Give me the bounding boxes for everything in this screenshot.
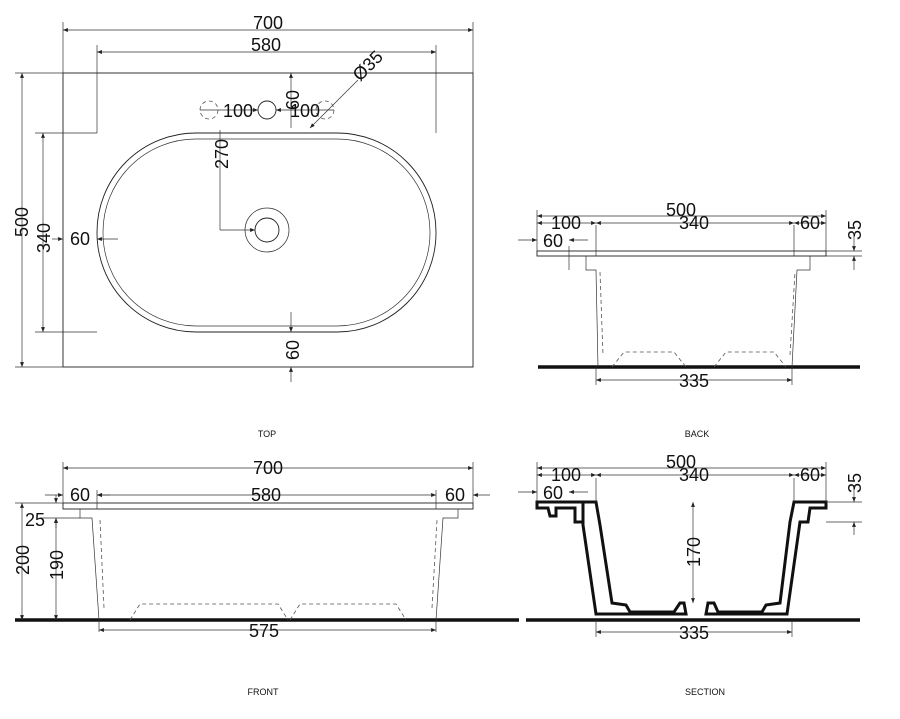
top-dim-tap-left: 100 <box>223 101 253 121</box>
top-outline <box>62 72 474 368</box>
section-dim-right-offset: 60 <box>800 465 820 485</box>
top-dim-tap-diameter: Ø35 <box>349 47 387 85</box>
front-dim-right-rim: 60 <box>445 485 465 505</box>
section-dim-left-offset: 100 <box>551 465 581 485</box>
back-dim-rim-height: 35 <box>845 220 865 240</box>
front-dim-rim-thickness: 25 <box>25 510 45 530</box>
front-dim-width: 700 <box>253 458 283 478</box>
top-dim-depth: 500 <box>12 207 32 237</box>
back-dim-width: 500 <box>666 200 696 220</box>
top-dim-drain-depth: 270 <box>212 139 232 169</box>
back-dim-lip: 60 <box>543 231 563 251</box>
front-body <box>79 509 459 621</box>
top-basin-inner <box>102 138 431 327</box>
back-view-caption: BACK <box>685 429 710 439</box>
top-view-caption: TOP <box>258 429 276 439</box>
section-left-rim <box>535 500 585 524</box>
top-dim-basin-depth: 340 <box>34 223 54 253</box>
front-view-caption: FRONT <box>248 687 279 697</box>
section-dim-body-width: 340 <box>679 465 709 485</box>
front-view: 700 60 580 60 25 200 190 575 <box>13 458 519 641</box>
drain-inner <box>254 217 280 243</box>
back-view: 500 100 340 60 35 60 335 <box>518 200 865 391</box>
top-dim-tap-right: 100 <box>290 101 320 121</box>
section-view: 500 100 340 60 35 60 170 335 <box>518 452 865 643</box>
front-dim-basin-width: 580 <box>251 485 281 505</box>
section-dim-width: 500 <box>666 452 696 472</box>
section-dim-base-width: 335 <box>679 623 709 643</box>
tap-hole-center <box>257 100 277 120</box>
back-dim-body-width: 340 <box>679 213 709 233</box>
front-dim-body-height: 190 <box>47 550 67 580</box>
top-view: 700 580 60 Ø35 100 100 270 500 340 60 60 <box>12 13 474 382</box>
section-dim-basin-depth: 170 <box>684 537 704 567</box>
top-dim-tap-offset: 60 <box>283 90 303 110</box>
top-dim-front-rim: 60 <box>283 340 303 360</box>
top-dim-basin-width: 580 <box>251 35 281 55</box>
front-dim-base-width: 575 <box>249 621 279 641</box>
top-dim-width: 700 <box>253 13 283 33</box>
section-dim-lip: 60 <box>543 483 563 503</box>
top-basin-outer <box>96 132 437 333</box>
section-dim-rim-height: 35 <box>845 473 865 493</box>
front-dim-left-rim: 60 <box>70 485 90 505</box>
back-dim-left-offset: 100 <box>551 213 581 233</box>
front-dim-total-height: 200 <box>13 545 33 575</box>
top-dim-side-rim: 60 <box>70 229 90 249</box>
section-right-wall <box>704 500 828 616</box>
back-dim-right-offset: 60 <box>800 213 820 233</box>
section-left-wall <box>581 500 688 616</box>
back-body <box>585 256 811 368</box>
back-dim-base-width: 335 <box>679 371 709 391</box>
section-view-caption: SECTION <box>685 687 725 697</box>
